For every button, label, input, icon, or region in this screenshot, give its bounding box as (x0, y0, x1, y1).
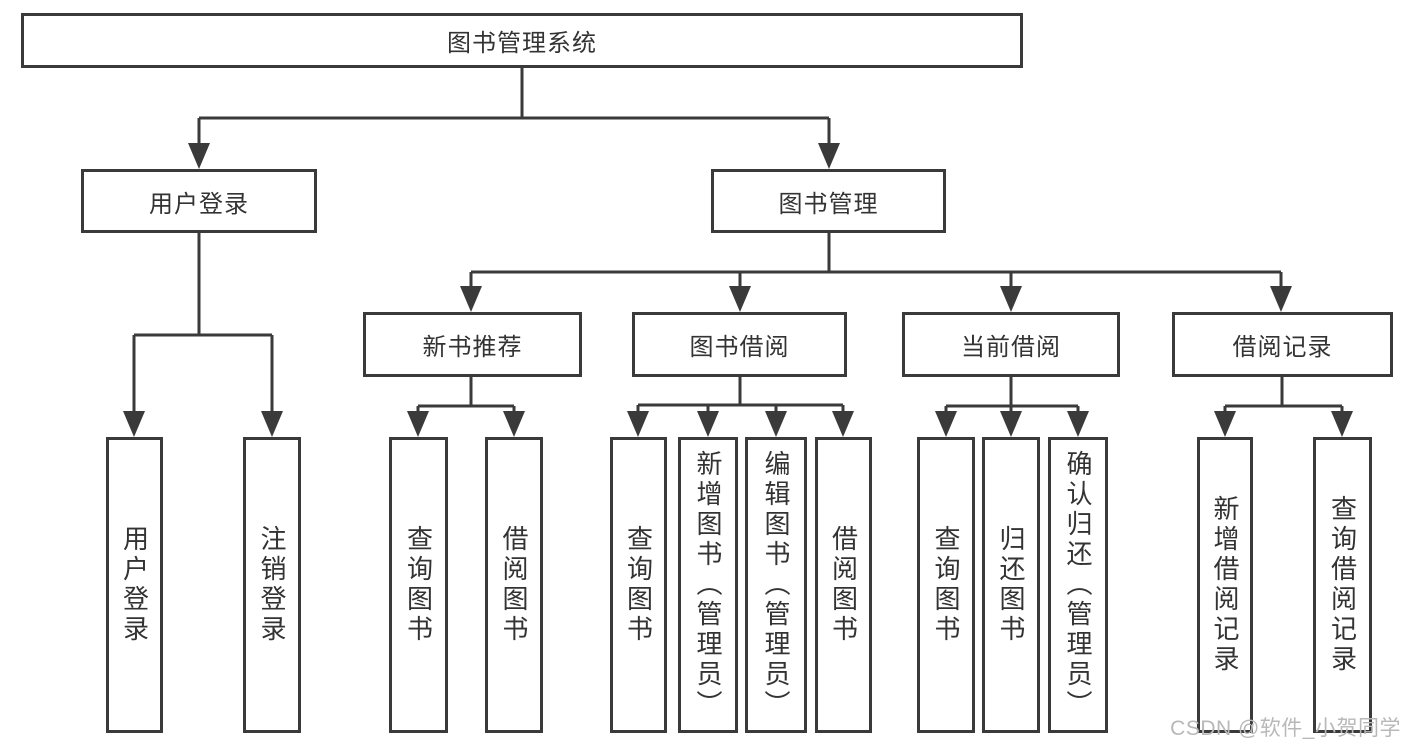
node-borrow-books-recommend: 借阅图书 (485, 437, 543, 733)
node-current-borrowing: 当前借阅 (902, 312, 1120, 377)
connector-book-management (460, 233, 1292, 312)
node-query-books-current: 查询图书 (917, 437, 975, 733)
node-borrowing-records: 借阅记录 (1172, 312, 1393, 377)
connector-borrowing-records (1214, 377, 1353, 437)
node-query-books-borrow: 查询图书 (610, 437, 667, 733)
connector-book-borrowing (627, 377, 854, 437)
node-book-borrowing: 图书借阅 (632, 312, 847, 377)
connector-user-login (123, 233, 283, 437)
node-user-login-leaf: 用户登录 (106, 437, 163, 733)
watermark-text: CSDN @软件_小贺同学 (1170, 717, 1401, 740)
node-new-book-recommendation: 新书推荐 (363, 312, 582, 377)
node-user-login: 用户登录 (81, 169, 317, 233)
node-borrow-books-leaf: 借阅图书 (815, 437, 872, 733)
node-add-borrow-record: 新增借阅记录 (1197, 437, 1253, 733)
node-query-books-recommend: 查询图书 (389, 437, 448, 733)
node-confirm-return-admin: 确认归还（管理员） (1048, 437, 1108, 733)
node-edit-book-admin: 编辑图书（管理员） (745, 437, 807, 733)
node-library-management-system: 图书管理系统 (21, 13, 1023, 68)
connector-current-borrowing (935, 377, 1089, 437)
connector-root (188, 68, 840, 169)
node-return-books: 归还图书 (982, 437, 1040, 733)
connector-new-book-recommendation (407, 377, 525, 437)
node-add-book-admin: 新增图书（管理员） (678, 437, 738, 733)
node-book-management: 图书管理 (711, 169, 946, 233)
node-query-borrow-record: 查询借阅记录 (1313, 437, 1372, 733)
node-logout: 注销登录 (243, 437, 301, 733)
